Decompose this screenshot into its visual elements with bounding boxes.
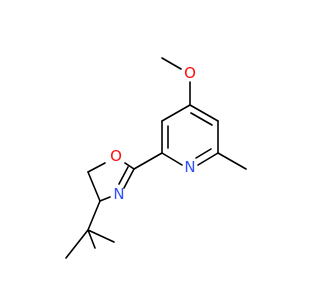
structure-canvas: O N O N: [65, 57, 247, 259]
bond-c4-tbutyl: [87, 200, 101, 231]
bond-oxazoline-c5-c4: [87, 171, 101, 202]
bond-oxazoline-c4-n: [99, 196, 111, 202]
bond-ring-c4-c5: [189, 104, 219, 122]
bond-c6-methyl: [217, 152, 247, 170]
bond-oxazoline-o-c5: [87, 162, 106, 173]
oxazoline-oxygen-label: O: [110, 147, 122, 165]
bond-oxazoline-c2-o: [124, 162, 135, 170]
bond-ring-n-c2: [161, 152, 183, 166]
pyridine-nitrogen-label: N: [184, 158, 195, 176]
bond-tbutyl-methyl-up: [87, 229, 96, 249]
atom-labels: O N O N: [110, 64, 196, 203]
bond-ring-c3-c4: [161, 104, 191, 122]
bond-ring-c6-n: [197, 152, 219, 166]
bond-pyridine-oxazoline: [133, 152, 163, 170]
molecule-structure: O N O N: [65, 57, 247, 259]
bond-oxazoline-n-c2: [123, 168, 135, 189]
bond-oxazoline-n-c2-inner: [118, 166, 129, 185]
bond-ring-c6-n-inner: [195, 148, 212, 159]
bond-tbutyl-methyl-left: [65, 229, 89, 259]
oxazoline-nitrogen-label: N: [113, 185, 124, 203]
bond-tbutyl-methyl-right: [87, 229, 115, 243]
methoxy-oxygen-label: O: [184, 64, 196, 82]
bond-ring-c4-c5-inner: [190, 112, 213, 126]
bonds: [65, 57, 247, 259]
bond-methoxy-o-ch3: [161, 57, 182, 70]
